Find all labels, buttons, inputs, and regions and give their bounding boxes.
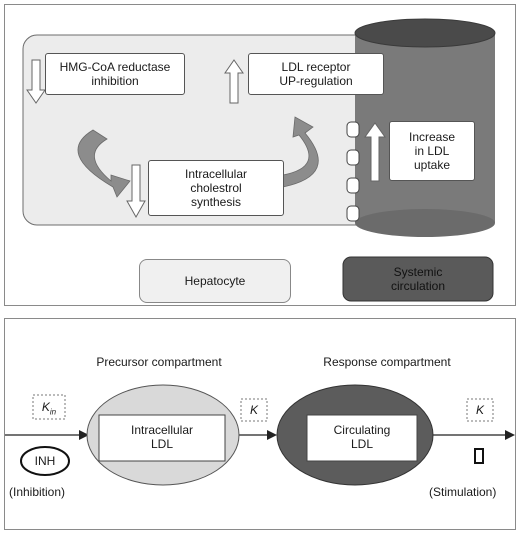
arrowhead-icon <box>505 430 515 440</box>
synthesis-box: Intracellular cholestrol synthesis <box>148 160 284 216</box>
up-arrow-icon <box>364 122 386 182</box>
stimulation-marker-icon <box>474 448 484 464</box>
circulating-line-2: LDL <box>350 437 373 451</box>
ldl-receptor-line-2: UP-regulation <box>279 74 353 88</box>
kin-box <box>32 394 66 420</box>
inh-label: INH <box>34 454 56 468</box>
increase-line-1: Increase <box>408 130 456 144</box>
kin-subscript: in <box>49 407 57 417</box>
arrowhead-icon <box>267 430 277 440</box>
circulating-line-1: Circulating <box>333 423 391 437</box>
curved-arrow-icon <box>77 129 131 198</box>
circulating-ldl-box <box>306 414 418 462</box>
hepatocyte-label-box: Hepatocyte <box>139 259 291 303</box>
receptor-notches <box>346 121 360 222</box>
curved-arrow-icon <box>282 116 319 188</box>
hmg-coa-box: HMG-CoA reductase inhibition <box>45 53 185 95</box>
hmg-line-2: inhibition <box>91 74 139 88</box>
systemic-label: Systemic circulation <box>343 265 493 293</box>
stimulation-label: (Stimulation) <box>429 485 497 499</box>
systemic-box <box>342 256 494 302</box>
inhibition-label: (Inhibition) <box>9 485 66 499</box>
pkpd-model-diagram <box>5 384 515 486</box>
k-box-2 <box>466 398 494 422</box>
k-box-1 <box>240 398 268 422</box>
synthesis-line-1: Intracellular <box>184 167 248 181</box>
systemic-line-2: circulation <box>390 279 446 293</box>
arrowhead-icon <box>79 430 89 440</box>
circulating-ldl-label: Circulating LDL <box>307 423 417 451</box>
synthesis-line-2: cholestrol <box>190 181 242 195</box>
inh-oval <box>20 446 70 476</box>
precursor-title: Precursor compartment <box>96 355 222 369</box>
up-arrow-icon <box>224 59 244 104</box>
down-arrow-icon <box>126 164 146 219</box>
response-title: Response compartment <box>323 355 451 369</box>
intracellular-line-1: Intracellular <box>130 423 194 437</box>
hepatocyte-label: Hepatocyte <box>184 274 246 288</box>
synthesis-line-3: synthesis <box>190 195 242 209</box>
k-label-2: K <box>475 403 484 417</box>
intracellular-line-2: LDL <box>150 437 173 451</box>
hmg-line-1: HMG-CoA reductase <box>59 60 171 74</box>
increase-uptake-box: Increase in LDL uptake <box>389 121 475 181</box>
ldl-receptor-box: LDL receptor UP-regulation <box>248 53 384 95</box>
kin-symbol: K <box>41 400 50 414</box>
pkpd-model-panel: Precursor compartment Response compartme… <box>4 318 516 530</box>
systemic-line-1: Systemic <box>393 265 443 279</box>
kin-label: Kin <box>33 400 65 419</box>
mechanism-panel: HMG-CoA reductase inhibition LDL recepto… <box>4 4 516 306</box>
increase-line-2: in LDL <box>414 144 450 158</box>
ldl-receptor-line-1: LDL receptor <box>281 60 351 74</box>
down-arrow-icon <box>26 59 46 104</box>
intracellular-ldl-box <box>98 414 226 462</box>
increase-line-3: uptake <box>413 158 451 172</box>
intracellular-ldl-label: Intracellular LDL <box>99 423 225 451</box>
k-label-1: K <box>249 403 258 417</box>
